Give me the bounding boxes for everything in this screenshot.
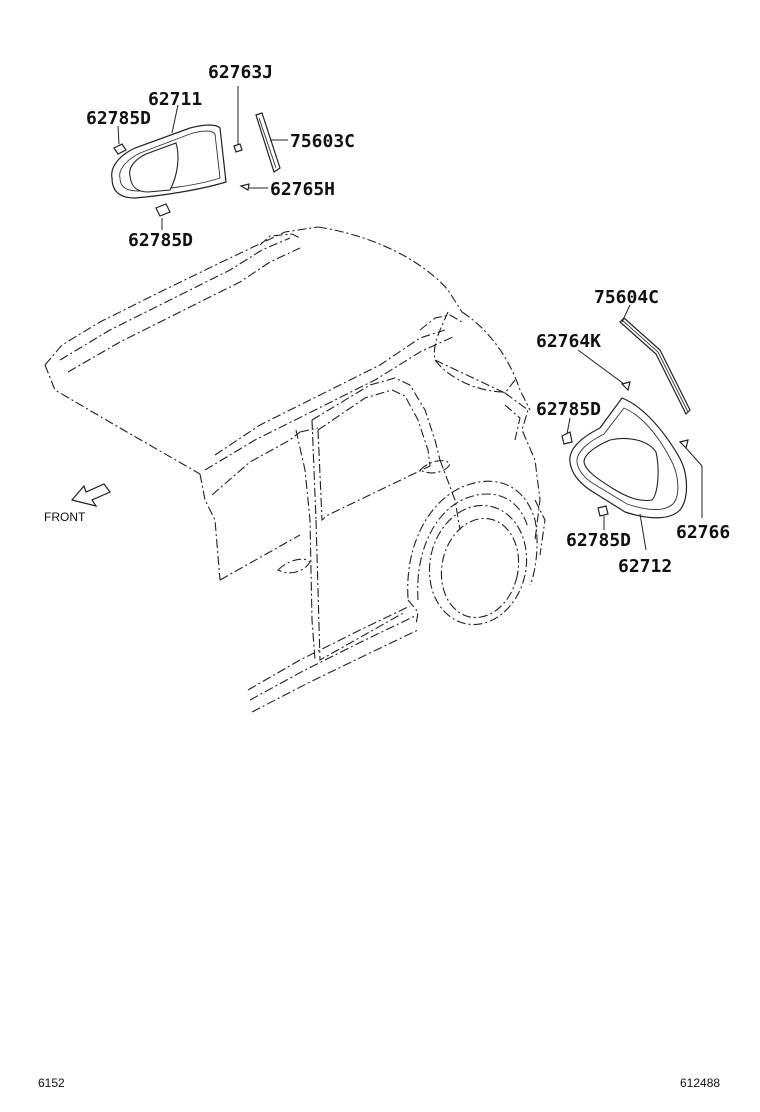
seal-75604c bbox=[619, 317, 691, 416]
footer-right-code: 612488 bbox=[680, 1076, 720, 1090]
quarter-window-moulding-rh bbox=[569, 397, 688, 519]
callout-62785d-right-lower: 62785D bbox=[566, 530, 631, 551]
callout-62765h: 62765H bbox=[270, 179, 335, 200]
callout-62785d-top-lower: 62785D bbox=[128, 230, 193, 251]
quarter-window-moulding-lh bbox=[111, 124, 227, 199]
leader-62764k bbox=[577, 349, 625, 385]
clip-62785d-top bbox=[113, 143, 127, 155]
vehicle-outline bbox=[44, 226, 546, 713]
front-arrow-icon bbox=[70, 483, 111, 507]
callout-62711: 62711 bbox=[148, 89, 202, 110]
callout-62764k: 62764K bbox=[536, 331, 601, 352]
callout-62766: 62766 bbox=[676, 522, 730, 543]
footer-left-code: 6152 bbox=[38, 1076, 65, 1090]
clip-62785d-right-lower bbox=[597, 505, 609, 517]
clip-62763j bbox=[233, 86, 243, 153]
leader-75604c bbox=[621, 304, 631, 323]
screw-62765h bbox=[239, 183, 250, 191]
front-label: FRONT bbox=[44, 510, 86, 524]
clip-62785d-top-lower bbox=[155, 203, 171, 217]
seal-75603c bbox=[255, 112, 281, 173]
callout-75603c: 75603C bbox=[290, 131, 355, 152]
leader-62785d-top bbox=[117, 125, 120, 145]
leader-62766 bbox=[685, 447, 703, 518]
leader-62712 bbox=[639, 513, 647, 551]
leader-62711 bbox=[171, 104, 179, 134]
callout-75604c: 75604C bbox=[594, 287, 659, 308]
clip-62766 bbox=[678, 439, 689, 450]
callout-62712: 62712 bbox=[618, 556, 672, 577]
leader-62785d-right-upper bbox=[566, 417, 571, 435]
callout-62763j: 62763J bbox=[208, 62, 273, 83]
callout-62785d-top: 62785D bbox=[86, 108, 151, 129]
callout-62785d-right-upper: 62785D bbox=[536, 399, 601, 420]
